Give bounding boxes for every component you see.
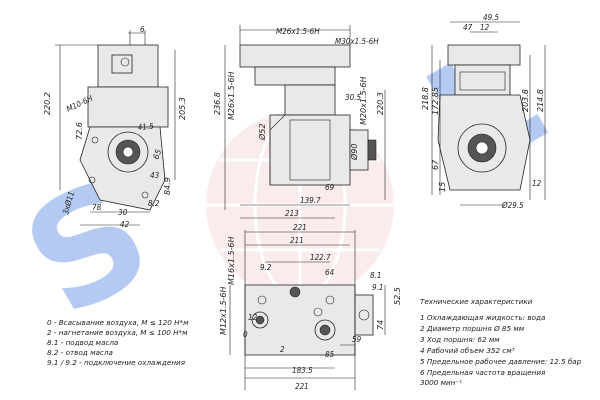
- legend-line-0: 0 - Всасывание воздуха, M ≤ 120 Н*м: [47, 318, 189, 327]
- dim-top-0: 0: [243, 330, 248, 339]
- dim-front-30-5: 30.5: [345, 93, 361, 102]
- dim-left-220-2: 220.2: [43, 92, 52, 115]
- dim-left-84-9: 84.9: [163, 177, 172, 195]
- dim-top-9-1: 9.1: [372, 283, 383, 292]
- dim-front-d52: Ø52: [257, 124, 267, 141]
- dim-right-67: 67: [431, 159, 440, 170]
- dim-top-m16: M16x1.5-6H: [227, 236, 236, 285]
- dim-left-6: 6: [140, 25, 145, 34]
- dim-left-205-3: 205.3: [178, 97, 187, 120]
- dim-top-2: 2: [280, 345, 285, 354]
- dim-top-9-2: 9.2: [260, 263, 272, 272]
- dim-top-52-5: 52.5: [393, 287, 402, 305]
- specs-title: Технические характеристики: [420, 297, 533, 306]
- spec-item-6: 3000 мин⁻¹: [420, 378, 463, 387]
- dim-top-m12: M12x1.5-6H: [219, 286, 228, 335]
- dim-top-12: 12: [248, 313, 258, 322]
- right-side-view: [431, 21, 546, 206]
- right-head: [447, 44, 521, 66]
- dim-top-183-5: 183.5: [292, 366, 313, 375]
- spec-item-1: 2 Диаметр поршня Ø 85 мм: [420, 324, 525, 333]
- dim-top-122-7: 122.7: [310, 253, 331, 262]
- dim-top-211: 211: [290, 236, 304, 245]
- spec-item-2: 3 Ход поршня: 62 мм: [420, 335, 500, 344]
- dim-front-m26: M26x1.5-6H: [276, 27, 320, 36]
- dim-left-42: 42: [120, 220, 130, 229]
- left-side-view: [55, 30, 176, 226]
- dim-right-12: 12: [480, 23, 490, 32]
- dim-left-72-6: 72.6: [75, 122, 84, 140]
- legend-line-1: 2 - нагнетание воздуха, M ≤ 100 Н*м: [47, 328, 188, 337]
- dim-left-78: 78: [92, 203, 102, 212]
- dim-left-65: 65: [151, 148, 163, 161]
- dim-front-m30: M30x1.5-6H: [335, 37, 379, 46]
- dim-right-47: 47: [463, 23, 473, 32]
- top-view: [229, 230, 386, 390]
- spec-item-5: 6 Предельная частота вращения: [420, 368, 546, 377]
- dim-left-30: 30: [118, 208, 128, 217]
- dim-front-220-3: 220.3: [376, 92, 385, 115]
- dim-front-139-7: 139.7: [300, 196, 321, 205]
- dim-front-d90: Ø90: [349, 144, 359, 161]
- left-body: [87, 86, 169, 128]
- dim-right-12b: 12: [532, 179, 542, 188]
- legend-line-3: 8.2 - отвод масла: [47, 348, 113, 357]
- dim-left-43: 43: [150, 171, 160, 180]
- dim-front-213: 213: [285, 209, 299, 218]
- legend-line-2: 8.1 - подвод масла: [47, 338, 119, 347]
- dim-right-203-8: 203.8: [521, 89, 530, 112]
- dim-front-69: 69: [325, 183, 335, 192]
- dim-front-m26-v: M26x1.5-6H: [227, 71, 236, 120]
- dim-top-74: 74: [376, 320, 385, 330]
- dim-top-59: 59: [352, 335, 362, 344]
- dim-right-49-5: 49.5: [483, 13, 499, 22]
- dim-top-8-1: 8.1: [370, 271, 381, 280]
- dim-right-d29-5: Ø29.5: [501, 200, 524, 210]
- legend-line-4: 9.1 / 9.2 - подключение охлаждения: [47, 358, 186, 367]
- dim-top-85: 85: [325, 350, 335, 359]
- dim-left-41-5: 41.5: [137, 122, 154, 132]
- dim-top-221-b: 221: [295, 382, 309, 391]
- dim-top-64: 64: [325, 268, 335, 277]
- dim-front-236-8: 236.8: [213, 92, 222, 115]
- dim-right-172-85: 172.85: [431, 87, 440, 115]
- dim-right-214-8: 214.8: [536, 89, 545, 112]
- front-head: [239, 44, 351, 68]
- dim-right-15: 15: [438, 182, 447, 192]
- dim-right-218-8: 218.8: [421, 87, 430, 110]
- dim-left-8-2: 8.2: [148, 199, 160, 208]
- dim-front-m20: M20x1.5-6H: [359, 76, 368, 125]
- front-crankcase: [269, 114, 351, 186]
- front-view: [224, 25, 386, 219]
- spec-item-3: 4 Рабочий объем 352 см³: [420, 346, 515, 355]
- spec-item-0: 1 Охлаждающая жидкость: вода: [420, 313, 546, 322]
- spec-item-4: 5 Предельное рабочее давление: 12.5 бар: [420, 357, 582, 366]
- dim-top-221-a: 221: [293, 223, 307, 232]
